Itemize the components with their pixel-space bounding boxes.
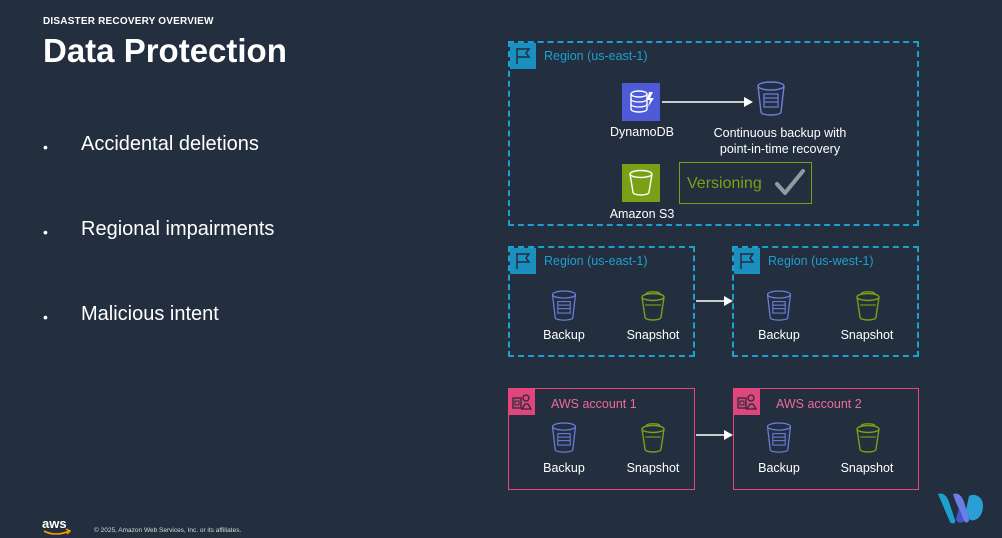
region-flag-icon [510,43,536,69]
backup-vault-icon [754,81,788,122]
top-region-box: Region (us-east-1) [508,41,919,226]
arrow-right-icon [696,428,734,446]
snapshot-bucket-icon [639,422,667,459]
s3-label: Amazon S3 [609,207,675,221]
region-label: Region (us-east-1) [544,254,648,268]
dynamodb-label: DynamoDB [610,125,674,139]
continuous-backup-line1: Continuous backup with [713,126,847,140]
account-box-1: AWS account 1 [508,388,695,490]
snapshot-label: Snapshot [626,461,680,475]
snapshot-bucket-icon [854,290,882,327]
account-box-2: AWS account 2 [733,388,919,490]
backup-vault-icon [764,290,794,327]
versioning-box: Versioning [679,162,812,204]
account-icon [509,389,535,415]
region-box-east: Region (us-east-1) [508,246,695,357]
s3-icon [622,164,660,207]
snapshot-label: Snapshot [626,328,680,342]
backup-vault-icon [764,422,794,459]
region-label: Region (us-east-1) [544,49,648,63]
backup-label: Backup [543,328,585,342]
region-box-west: Region (us-west-1) [732,246,919,357]
region-label: Region (us-west-1) [768,254,874,268]
bullet-dot: • [43,139,48,155]
copyright-text: © 2025, Amazon Web Services, Inc. or its… [94,527,242,534]
region-flag-icon [510,248,536,274]
backup-vault-icon [549,290,579,327]
continuous-backup-line2: point-in-time recovery [719,142,841,156]
aws-logo: aws [41,516,73,538]
snapshot-bucket-icon [854,422,882,459]
bullet-text: Malicious intent [81,303,219,325]
backup-label: Backup [758,461,800,475]
brand-logo-icon [935,488,987,531]
snapshot-label: Snapshot [840,328,894,342]
bullet-dot: • [43,309,48,325]
slide-eyebrow: DISASTER RECOVERY OVERVIEW [43,16,214,27]
arrow-right-icon [662,95,754,113]
check-icon [775,169,805,195]
account-label: AWS account 2 [776,397,862,411]
account-icon [734,389,760,415]
versioning-label: Versioning [687,175,762,192]
bullet-text: Regional impairments [81,218,275,240]
dynamodb-icon [622,83,660,126]
arrow-right-icon [696,294,734,312]
bullet-dot: • [43,224,48,240]
backup-vault-icon [549,422,579,459]
aws-logo-text: aws [42,516,67,531]
backup-label: Backup [543,461,585,475]
backup-label: Backup [758,328,800,342]
account-label: AWS account 1 [551,397,637,411]
slide-title: Data Protection [43,32,287,69]
snapshot-bucket-icon [639,290,667,327]
continuous-backup-label: Continuous backup with point-in-time rec… [700,125,860,157]
bullet-text: Accidental deletions [81,133,259,155]
snapshot-label: Snapshot [840,461,894,475]
region-flag-icon [734,248,760,274]
